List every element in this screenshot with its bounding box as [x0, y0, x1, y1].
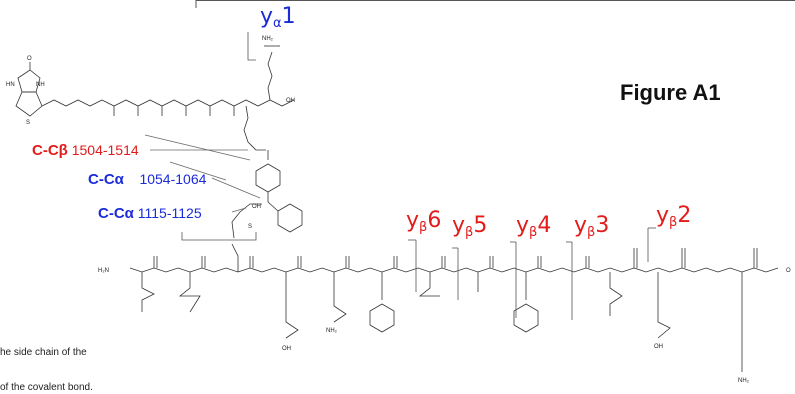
biotin-thiophane-ring	[15, 91, 43, 117]
methionine-side-chain	[231, 243, 239, 272]
phenylalanine-ring-2	[513, 303, 539, 333]
threonine-side-chain	[141, 272, 155, 312]
leucine-side-chain-3	[609, 272, 623, 316]
leucine-side-chain	[178, 272, 201, 313]
fragment-label-yb6: yβ6	[406, 208, 442, 235]
lysine-side-chain	[243, 105, 266, 151]
benzophenone-ring-1	[255, 163, 281, 193]
caption-line-1: he side chain of the	[0, 347, 87, 358]
bond-label-ccb: C-Cβ 1504-1514	[32, 142, 139, 159]
bond-label-cca-1: C-Cα 1054-1064	[88, 171, 207, 188]
figure-title: Figure A1	[620, 80, 721, 105]
crosslink-bond	[231, 203, 262, 239]
phenylalanine-ring-1	[369, 303, 395, 333]
glycine-backbone	[101, 99, 295, 107]
benzophenone-ring-2	[277, 203, 303, 233]
atom-oh-glu: OH	[282, 346, 291, 352]
atom-nh2-plus: NH₂	[262, 36, 274, 42]
atom-o-terminal: O	[786, 268, 791, 274]
atom-nh2: NH₂	[738, 378, 750, 384]
atom-o: O	[27, 56, 32, 62]
arginine-side-chain	[267, 51, 273, 101]
glutamine-side-chain	[333, 272, 347, 323]
atom-oh-linker: OH	[252, 204, 261, 210]
fragment-label-yb3: yβ3	[574, 213, 610, 240]
aspartate-side-chain	[657, 272, 671, 339]
atom-s-met: S	[248, 224, 252, 230]
glutamate-side-chain	[285, 272, 299, 339]
fragment-label-yb5: yβ5	[452, 213, 488, 240]
atom-oh: OH	[286, 98, 295, 104]
atom-hn: HN	[6, 82, 15, 88]
leucine-side-chain-2	[418, 272, 440, 297]
atom-nh: NH	[36, 82, 45, 88]
atom-s: S	[26, 120, 30, 126]
caption-line-2: of the covalent bond.	[0, 382, 93, 393]
fragment-label-ya1: yα1	[260, 4, 296, 31]
valeric-chain	[41, 99, 103, 107]
fragment-label-yb2: yβ2	[656, 203, 692, 230]
biotin-peptide-structure	[15, 32, 779, 372]
atom-labels: HN NH O S OH NH₂ H₂N NH₂ OH OH NH₂ O S O…	[6, 36, 791, 384]
main-peptide-backbone	[129, 267, 779, 273]
fragment-label-yb4: yβ4	[516, 213, 552, 240]
atom-h2n: H₂N	[98, 268, 109, 274]
bond-label-cca-2: C-Cα 1115-1125	[98, 205, 202, 222]
atom-oh-asp: OH	[654, 344, 663, 350]
atom-nh2-gln: NH₂	[326, 328, 338, 334]
leader-cca1	[211, 177, 261, 199]
biotin-ureido-ring	[17, 69, 41, 93]
leader-cca2	[231, 207, 247, 213]
